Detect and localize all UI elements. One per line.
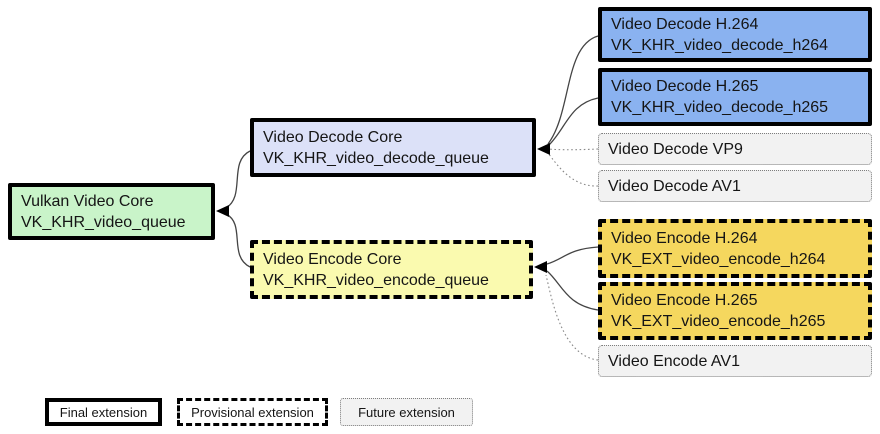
connector-decode-vp9 [547, 148, 599, 151]
connector-encode-av1 [545, 274, 599, 361]
legend-future-extension: Future extension [340, 398, 473, 426]
connector-encode-h264 [546, 246, 599, 265]
connector-decode-h265 [547, 97, 599, 147]
connector-decode-av1 [547, 152, 599, 187]
node-video-decode-h264: Video Decode H.264 VK_KHR_video_decode_h… [598, 7, 872, 62]
node-title: Video Encode H.264 [611, 229, 758, 247]
legend-label: Final extension [59, 404, 148, 420]
node-video-encode-h264: Video Encode H.264 VK_EXT_video_encode_h… [598, 219, 872, 278]
arrowhead-decode-core [537, 143, 550, 155]
connector-decode-core-to-vulkan [225, 150, 251, 209]
node-title: Video Decode AV1 [608, 177, 741, 195]
arrowhead-vulkan-core [216, 205, 229, 217]
node-video-encode-av1: Video Encode AV1 [598, 345, 872, 377]
legend-label: Provisional extension [191, 404, 314, 420]
node-extension-name: VK_KHR_video_decode_h265 [611, 99, 829, 116]
connector-encode-core-to-vulkan [225, 213, 251, 268]
node-video-encode-core: Video Encode Core VK_KHR_video_encode_qu… [250, 240, 533, 299]
arrowhead-encode-core [534, 261, 547, 273]
connector-decode-h264 [547, 35, 599, 145]
node-video-decode-av1: Video Decode AV1 [598, 170, 872, 202]
node-title: Video Decode Core [263, 128, 403, 146]
legend-label: Future extension [358, 404, 455, 420]
node-video-decode-h265: Video Decode H.265 VK_KHR_video_decode_h… [598, 68, 872, 126]
node-video-encode-h265: Video Encode H.265 VK_EXT_video_encode_h… [598, 282, 872, 340]
node-video-decode-core: Video Decode Core VK_KHR_video_decode_qu… [250, 118, 536, 177]
node-video-decode-vp9: Video Decode VP9 [598, 133, 872, 165]
node-extension-name: VK_EXT_video_encode_h265 [611, 313, 826, 330]
node-title: Video Decode H.264 [611, 15, 759, 33]
connector-encode-h265 [546, 270, 599, 311]
node-extension-name: VK_KHR_video_decode_h264 [611, 36, 829, 54]
node-extension-name: VK_KHR_video_encode_queue [263, 271, 489, 289]
node-title: Video Encode AV1 [608, 352, 740, 370]
node-extension-name: VK_KHR_video_decode_queue [263, 149, 489, 167]
node-extension-name: VK_KHR_video_queue [21, 213, 186, 231]
node-title: Video Decode H.265 [611, 78, 759, 95]
node-vulkan-video-core: Vulkan Video Core VK_KHR_video_queue [8, 183, 215, 240]
legend-provisional-extension: Provisional extension [177, 398, 328, 426]
node-title: Video Decode VP9 [608, 140, 743, 158]
node-title: Vulkan Video Core [21, 192, 154, 210]
node-title: Video Encode Core [263, 250, 402, 268]
node-extension-name: VK_EXT_video_encode_h264 [611, 250, 826, 268]
legend-final-extension: Final extension [45, 398, 162, 426]
node-title: Video Encode H.265 [611, 292, 758, 309]
